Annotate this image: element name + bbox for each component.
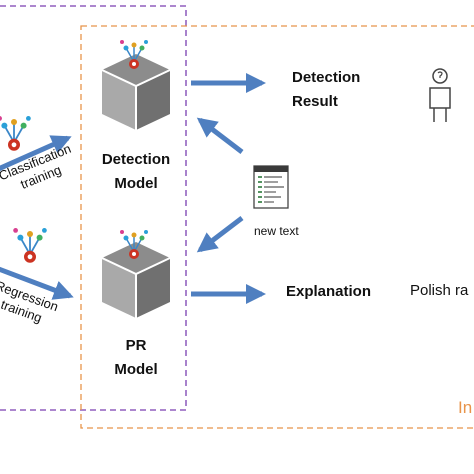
classification-arrow <box>0 135 72 171</box>
detection-result-label: Detection Result <box>292 69 361 110</box>
inference-region-label: In <box>458 398 473 417</box>
explanation-label: Explanation <box>286 283 372 300</box>
text-to-pr-arrow <box>196 216 244 253</box>
text-to-detection-arrow <box>196 117 244 154</box>
detection-model-label: Detection Model <box>101 151 171 192</box>
regression-arrow <box>0 266 74 300</box>
document-icon <box>253 165 289 209</box>
inference-region-box <box>80 25 474 429</box>
network-gear-icon <box>0 115 32 152</box>
new-text-label: new text <box>254 224 299 238</box>
pr-model-label: PR Model <box>114 337 158 378</box>
person-question-icon <box>429 68 451 122</box>
polish-label: Polish ra <box>410 282 469 299</box>
network-gear-icon <box>12 227 48 264</box>
